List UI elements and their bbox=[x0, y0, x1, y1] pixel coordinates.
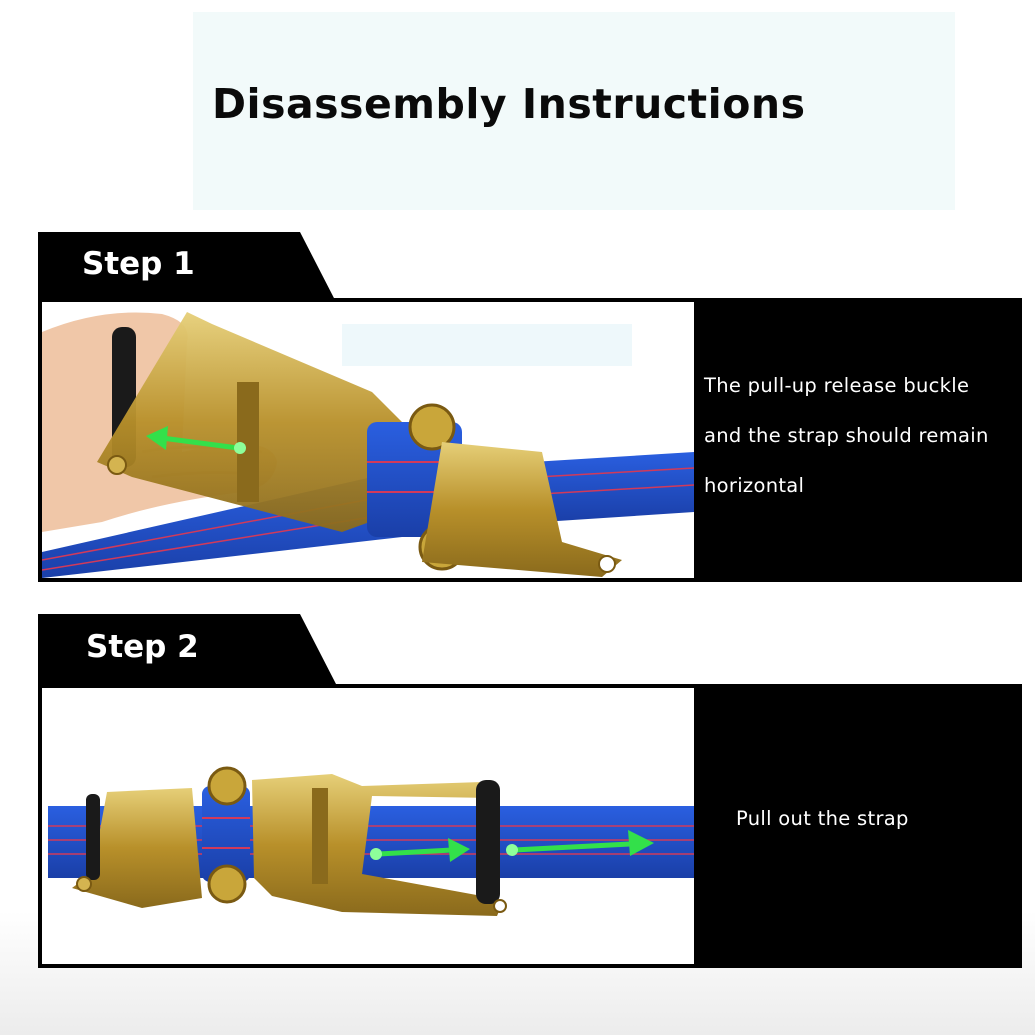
step-1-caption-line: and the strap should remain bbox=[704, 424, 989, 447]
step-1-caption-line: horizontal bbox=[704, 474, 805, 497]
page-title: Disassembly Instructions bbox=[212, 80, 806, 128]
step-2-label: Step 2 bbox=[86, 629, 199, 665]
step-1-panel: The pull-up release buckle and the strap… bbox=[38, 298, 1022, 582]
step-2-tab: Step 2 bbox=[38, 614, 336, 684]
step-1-caption: The pull-up release buckle and the strap… bbox=[704, 361, 989, 511]
step-2-photo bbox=[42, 688, 694, 964]
step-2-panel: Pull out the strap bbox=[38, 684, 1022, 968]
step-1-caption-line: The pull-up release buckle bbox=[704, 374, 970, 397]
step-1-photo bbox=[42, 302, 694, 578]
step-1-tab: Step 1 bbox=[38, 232, 336, 302]
step-2-caption-line: Pull out the strap bbox=[736, 807, 909, 830]
step-2-caption: Pull out the strap bbox=[736, 794, 909, 844]
step-1-label: Step 1 bbox=[82, 246, 195, 282]
ratchet-pull-strap-illustration bbox=[48, 766, 694, 916]
ratchet-release-illustration bbox=[42, 312, 694, 578]
title-banner bbox=[193, 12, 955, 210]
